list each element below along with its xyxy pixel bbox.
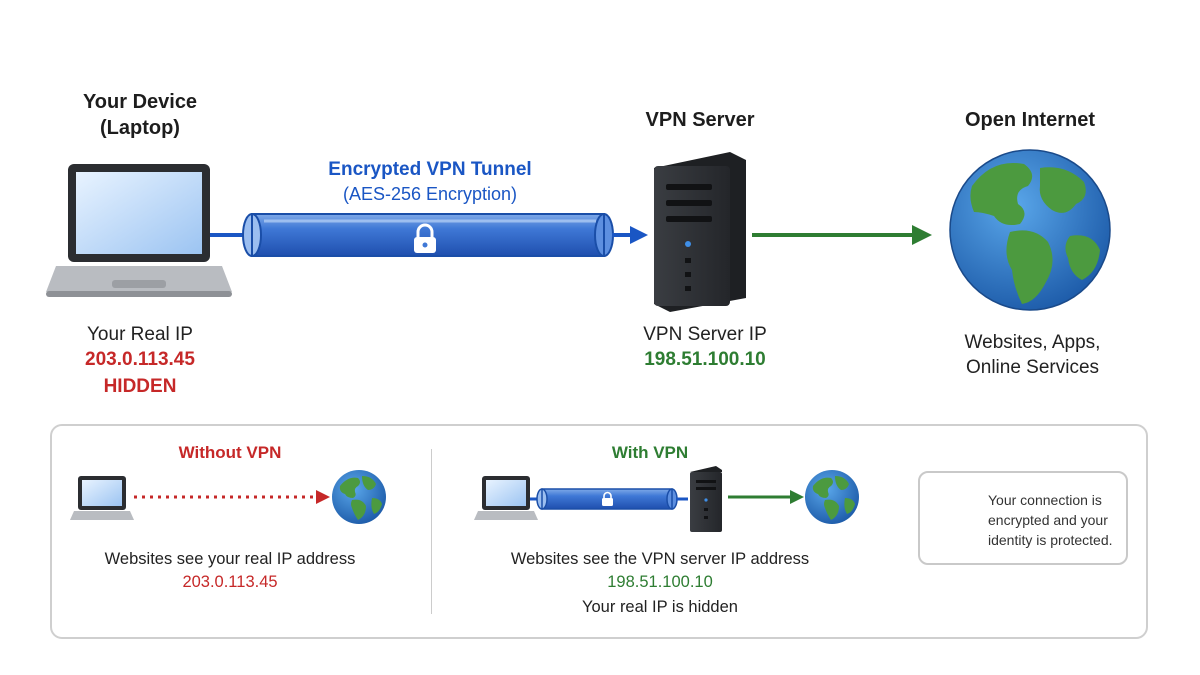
internet-title: Open Internet <box>964 109 1095 131</box>
protection-callout-text: Your connection is encrypted and your id… <box>988 490 1123 550</box>
device-ip-label: Your Real IP <box>87 324 193 345</box>
device-ip-block: Your Real IP 203.0.113.45 HIDDEN <box>55 322 225 399</box>
with-vpn-heading: With VPN <box>611 443 689 462</box>
vpn-server-ip-value: 198.51.100.10 <box>644 349 766 370</box>
tunnel-title: Encrypted VPN Tunnel <box>328 159 532 180</box>
internet-desc: Websites, Apps, Online Services <box>925 330 1140 380</box>
tunnel-caption: Encrypted VPN Tunnel (AES-256 Encryption… <box>300 158 560 206</box>
internet-arrow-head <box>912 225 932 245</box>
without-vpn-ip: 203.0.113.45 <box>182 573 278 591</box>
small-server-icon <box>690 466 722 532</box>
callout-line2: encrypted and your <box>988 512 1108 528</box>
internet-desc-line2: Online Services <box>965 357 1100 378</box>
comparison-graphics <box>70 466 975 542</box>
device-title-line2: (Laptop) <box>100 117 180 139</box>
device-ip-value: 203.0.113.45 <box>85 349 195 370</box>
unencrypted-arrow-head <box>316 490 330 504</box>
callout-line3: identity is protected. <box>988 532 1113 548</box>
small-globe-icon-vpn <box>805 470 859 524</box>
with-vpn-ip: 198.51.100.10 <box>607 573 713 591</box>
without-vpn-heading: Without VPN <box>178 443 282 462</box>
callout-line1: Your connection is <box>988 492 1102 508</box>
internet-desc-line1: Websites, Apps, <box>964 332 1101 353</box>
vpn-diagram <box>46 149 1111 312</box>
protection-callout <box>918 471 1128 565</box>
server-icon <box>654 152 746 312</box>
with-vpn-desc: Websites see the VPN server IP address <box>510 550 810 568</box>
small-green-arrow-head <box>790 490 804 504</box>
lock-icon <box>414 223 436 253</box>
vpn-server-title: VPN Server <box>645 109 755 131</box>
laptop-icon <box>46 164 232 297</box>
device-title-line1: Your Device <box>82 91 198 113</box>
without-vpn-desc: Websites see your real IP address <box>104 550 356 568</box>
device-title: Your Device (Laptop) <box>60 89 220 141</box>
small-lock-icon <box>602 491 613 506</box>
vpn-server-ip-label: VPN Server IP <box>643 324 767 345</box>
vpn-server-ip-block: VPN Server IP 198.51.100.10 <box>610 322 800 372</box>
with-vpn-note: Your real IP is hidden <box>582 598 738 616</box>
small-laptop-icon-vpn <box>474 476 538 520</box>
device-ip-status: HIDDEN <box>103 376 177 397</box>
tunnel-arrow-head <box>630 226 648 244</box>
small-globe-icon <box>332 470 386 524</box>
panel-divider <box>431 449 432 614</box>
tunnel-subtitle: (AES-256 Encryption) <box>342 184 518 204</box>
globe-icon <box>949 149 1111 311</box>
small-laptop-icon <box>70 476 134 520</box>
